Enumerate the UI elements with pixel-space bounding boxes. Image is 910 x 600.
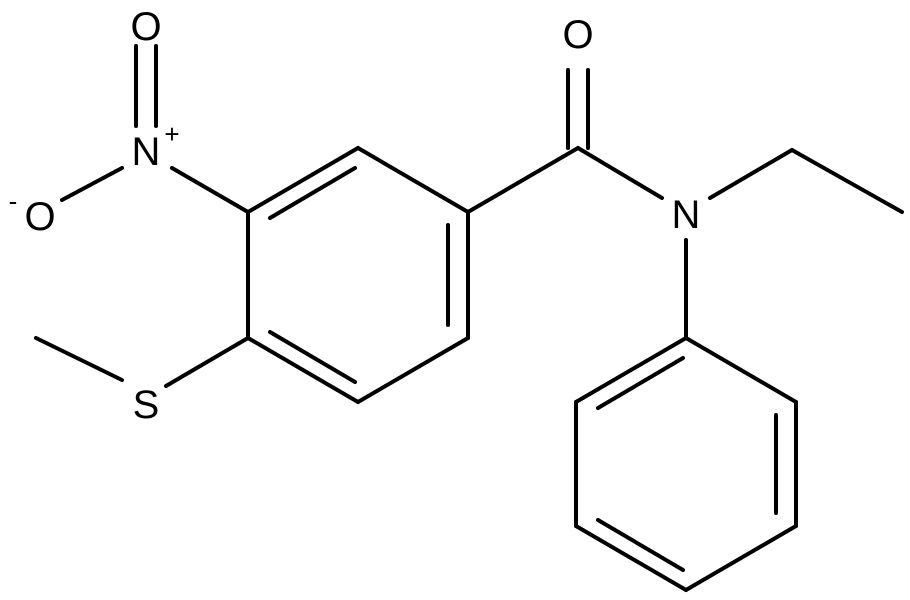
benzamide-ring (246, 146, 470, 404)
atom-nitro-oxygen-left: O (24, 195, 55, 239)
atom-nitro-nitrogen: N (132, 130, 161, 174)
bond-nitro-n-o-single (60, 166, 124, 202)
bond-phenyl-c1-c2 (574, 336, 688, 404)
nitro-oxygen-charge: - (9, 186, 18, 216)
bond-ring-c6-c1 (356, 146, 470, 214)
bond-phenyl-inner-c3-c4 (596, 518, 685, 572)
bond-ring-to-carbonyl-c (466, 146, 580, 214)
phenyl-ring (574, 238, 798, 592)
bond-ring-c4-c5 (356, 336, 470, 404)
bond-ring-to-sulfur (164, 336, 250, 388)
bond-n-to-ethyl-ch2 (708, 148, 794, 200)
bond-ring-inner-c1-c2 (268, 166, 357, 220)
bond-phenyl-c3-c4 (574, 524, 688, 592)
nitro-group: O N + O - (9, 5, 250, 239)
methylthio-group: S (34, 336, 250, 427)
atom-nitro-oxygen-top: O (130, 5, 161, 49)
bond-ring-inner-c3-c4 (268, 330, 357, 384)
bond-ring-c1-c2 (246, 146, 360, 214)
bond-phenyl-c4-c5 (684, 524, 798, 592)
bond-phenyl-inner-c1-c2 (596, 356, 685, 410)
bond-ethyl-ch2-to-ch3 (790, 148, 904, 214)
amide-carbonyl-group: O N (466, 13, 701, 237)
bond-ring-to-nitro-n (170, 166, 250, 214)
atom-amide-nitrogen: N (672, 193, 701, 237)
atom-sulfur: S (133, 383, 160, 427)
atom-carbonyl-oxygen: O (562, 13, 593, 57)
bond-sulfur-to-methyl (34, 336, 124, 382)
ethyl-group (708, 148, 904, 214)
bond-carbonyl-c-to-n (576, 146, 664, 200)
bond-ring-c3-c4 (246, 336, 360, 404)
nitro-nitrogen-charge: + (164, 119, 179, 149)
bond-phenyl-c6-c1 (684, 336, 798, 404)
